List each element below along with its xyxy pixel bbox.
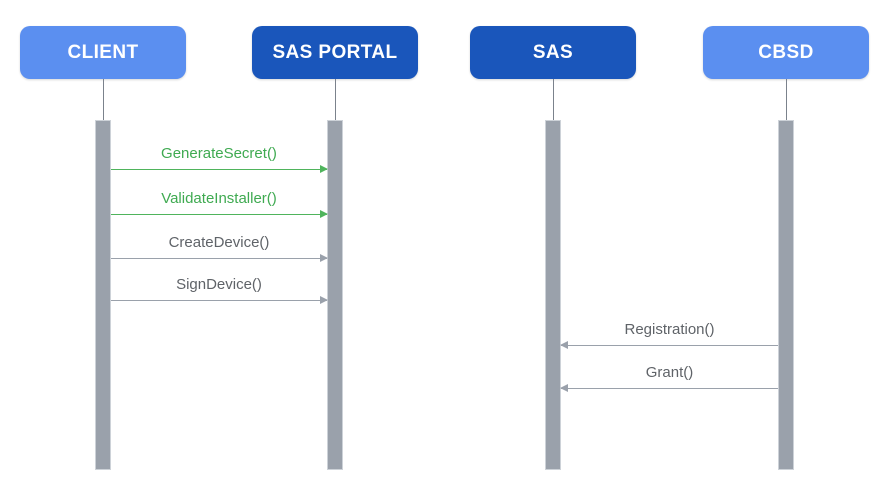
message-label-grant: Grant(): [645, 364, 694, 381]
activation-bar-cbsd: [778, 120, 794, 470]
message-line-sign-device: [111, 296, 328, 304]
activation-bar-client: [95, 120, 111, 470]
arrowhead-left-icon: [560, 384, 568, 392]
message-line-registration: [560, 341, 778, 349]
message-line-grant: [560, 384, 778, 392]
message-line-create-device: [111, 254, 328, 262]
participant-box-client[interactable]: CLIENT: [20, 26, 186, 79]
message-line-validate-installer: [111, 210, 328, 218]
participant-label-client: CLIENT: [67, 42, 139, 63]
participant-box-sas[interactable]: SAS: [470, 26, 636, 79]
participant-label-sas-portal: SAS PORTAL: [272, 42, 398, 63]
activation-bar-sas: [545, 120, 561, 470]
arrowhead-right-icon: [320, 296, 328, 304]
lifeline-cbsd: [786, 79, 787, 120]
lifeline-sas: [553, 79, 554, 120]
participant-label-cbsd: CBSD: [758, 42, 814, 63]
message-label-generate-secret: GenerateSecret(): [161, 145, 277, 162]
lifeline-sas-portal: [335, 79, 336, 120]
arrowhead-right-icon: [320, 254, 328, 262]
participant-label-sas: SAS: [532, 42, 574, 63]
lifeline-client: [103, 79, 104, 120]
message-label-sign-device: SignDevice(): [176, 276, 262, 293]
message-label-registration: Registration(): [624, 321, 715, 338]
arrowhead-right-icon: [320, 165, 328, 173]
message-label-create-device: CreateDevice(): [168, 234, 270, 251]
arrowhead-right-icon: [320, 210, 328, 218]
message-line-generate-secret: [111, 165, 328, 173]
participant-box-sas-portal[interactable]: SAS PORTAL: [252, 26, 418, 79]
message-label-validate-installer: ValidateInstaller(): [161, 190, 277, 207]
participant-box-cbsd[interactable]: CBSD: [703, 26, 869, 79]
activation-bar-sas-portal: [327, 120, 343, 470]
arrowhead-left-icon: [560, 341, 568, 349]
